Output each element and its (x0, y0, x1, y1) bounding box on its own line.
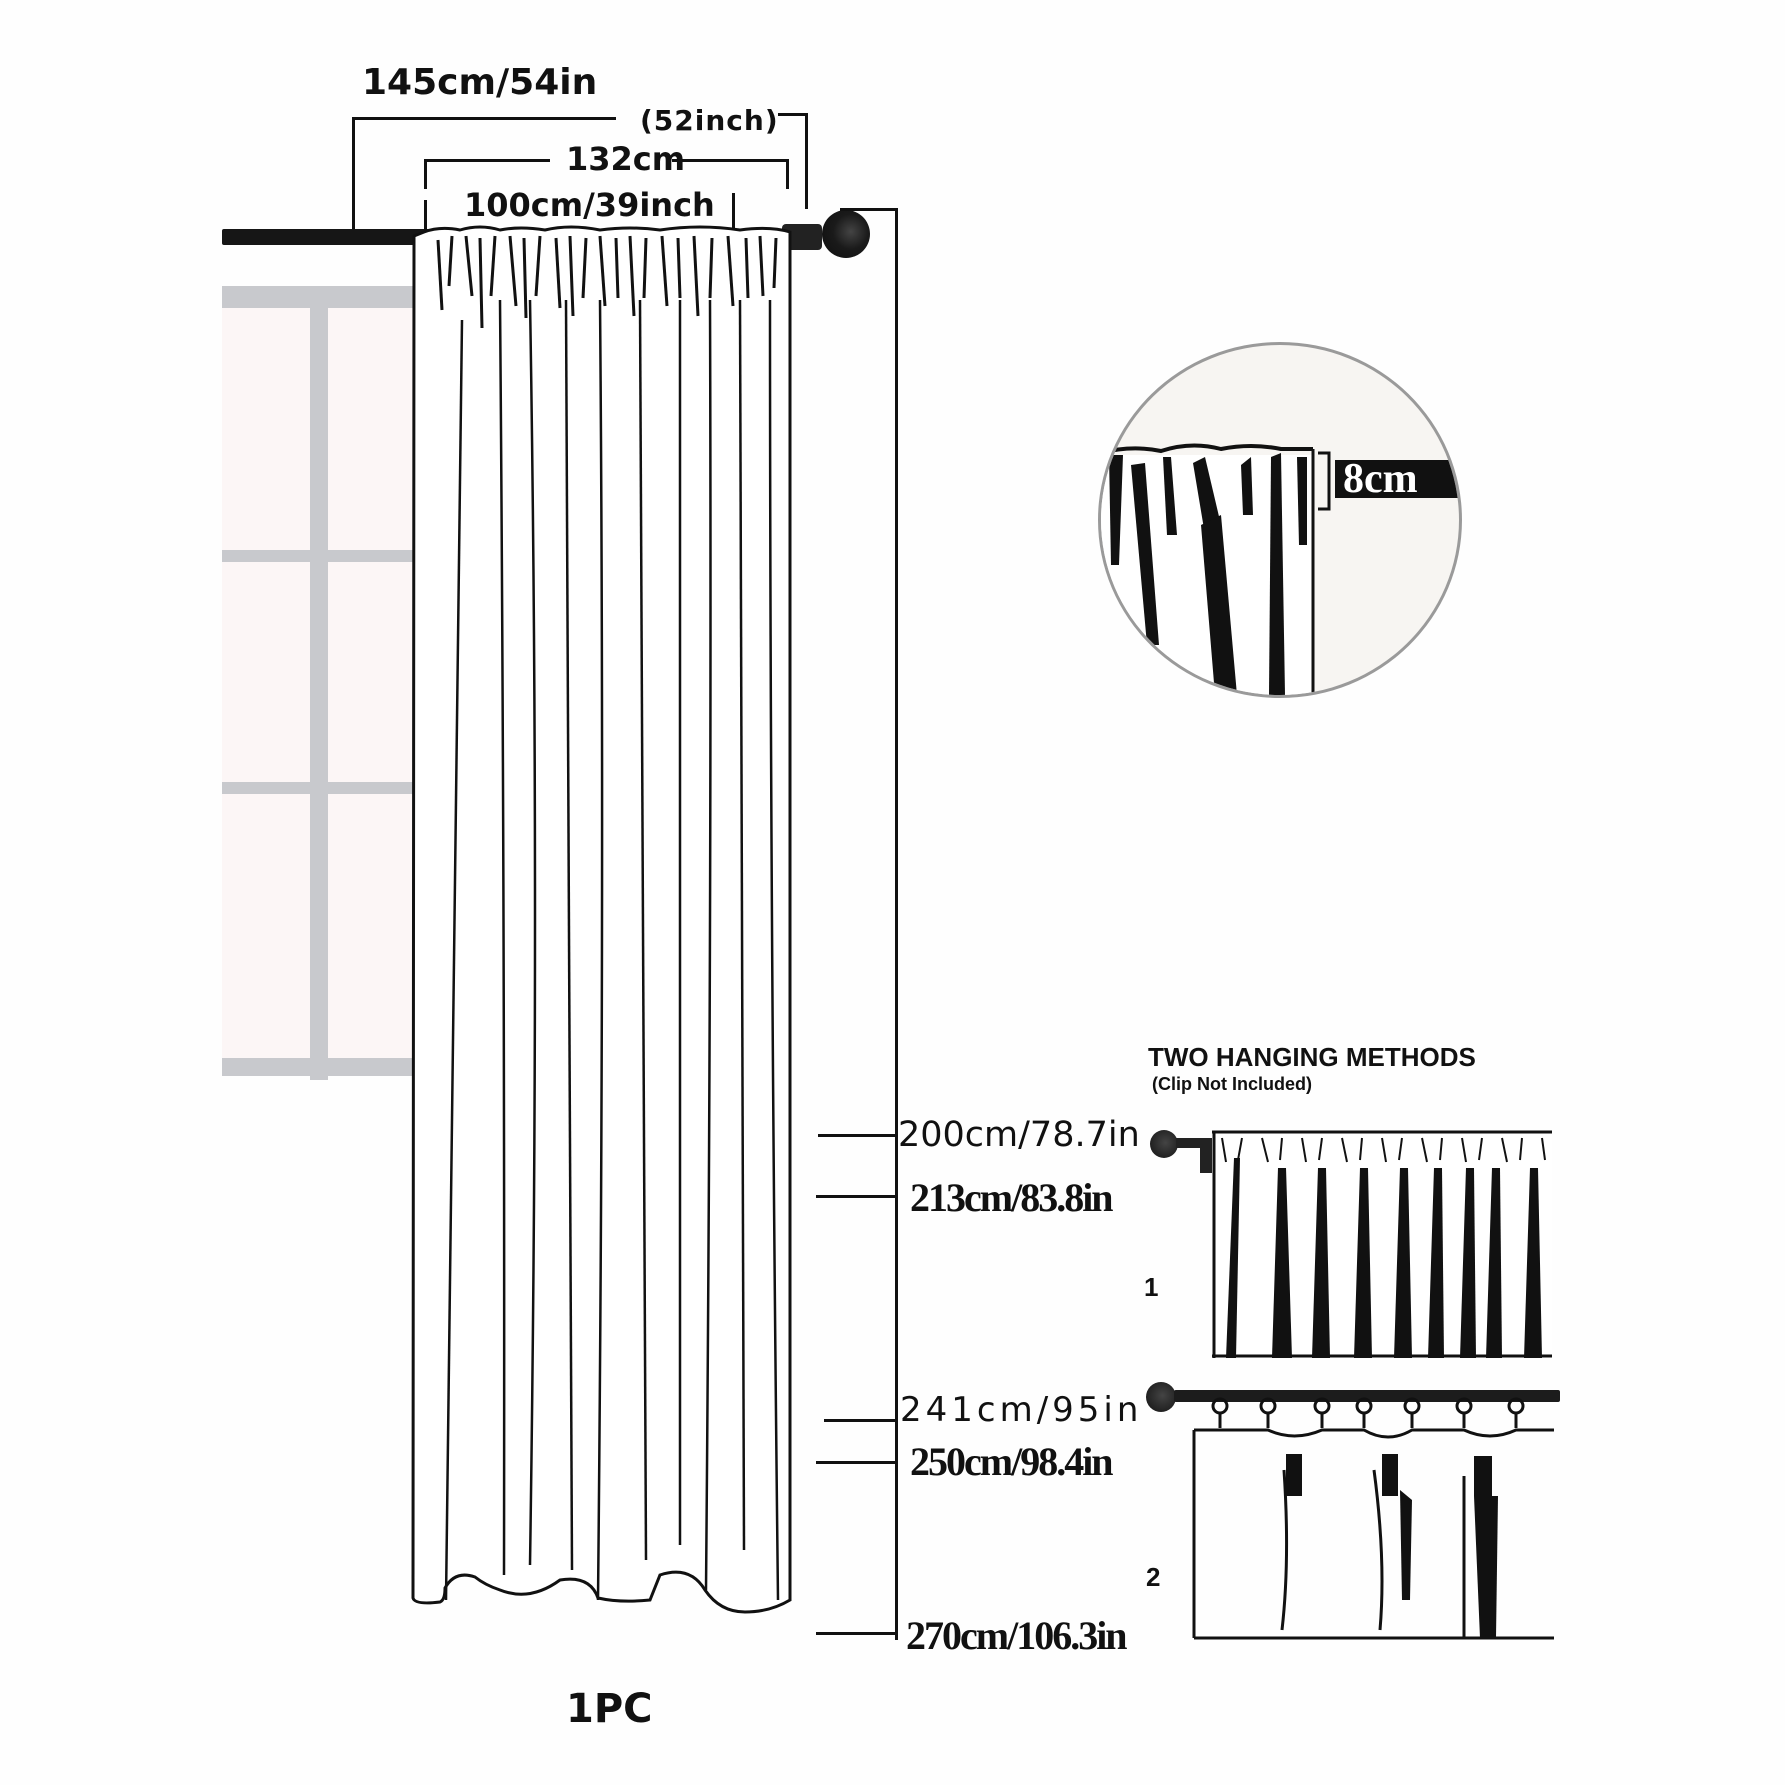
length-tick-270 (816, 1632, 896, 1635)
window-frame-sill (222, 1058, 420, 1076)
rod-pocket-closeup-illustration (1101, 443, 1459, 695)
dimension-line-gathered-width (786, 159, 789, 189)
dimension-line-length-top (840, 208, 898, 211)
length-tick-241 (824, 1419, 896, 1422)
window-pane (328, 308, 420, 550)
rod-pocket-detail-callout: 8cm (1098, 342, 1462, 698)
length-label-270: 270cm/106.3in (906, 1613, 1128, 1658)
window-frame-rail (222, 782, 420, 794)
window-pane (222, 562, 310, 782)
window-pane (222, 794, 310, 1058)
dimension-line-rod-width (352, 117, 616, 120)
hanging-methods-title: TWO HANGING METHODS (1148, 1042, 1476, 1072)
method-2-number: 2 (1146, 1562, 1161, 1592)
method-1-rod-pocket-illustration (1212, 1130, 1552, 1358)
rod-width-label: 145cm/54in (362, 62, 598, 103)
window-pane (222, 308, 310, 550)
quantity-label: 1PC (566, 1686, 653, 1732)
method-1-bracket (1176, 1138, 1212, 1148)
dimension-line-rod-width (778, 113, 806, 116)
length-label-200: 200cm/78.7in (898, 1115, 1140, 1155)
length-label-213: 213cm/83.8in (910, 1175, 1114, 1220)
panel-width-label: 100cm/39inch (464, 186, 715, 224)
window-frame-top (222, 286, 420, 308)
length-tick-213 (816, 1195, 896, 1198)
dimension-line-gathered-width (672, 159, 788, 162)
dimension-line-rod-width (352, 117, 355, 229)
dimension-line-length (895, 208, 898, 1640)
gathered-width-label: 132cm (566, 140, 686, 178)
length-label-241: 241cm/95in (900, 1390, 1143, 1430)
method-1-bracket (1200, 1145, 1212, 1173)
method-2-clip-rings-illustration (1192, 1397, 1554, 1640)
method-1-finial-ball-icon (1150, 1130, 1178, 1158)
window-pane (328, 562, 420, 782)
length-label-250: 250cm/98.4in (910, 1439, 1114, 1484)
length-tick-250 (816, 1461, 896, 1464)
window-frame-mullion (310, 308, 328, 1080)
dimension-tick-panel-width (424, 200, 427, 230)
rod-finial-ball-icon (822, 210, 870, 258)
dimension-line-rod-width (805, 113, 808, 209)
window-illustration (222, 286, 420, 1080)
dimension-tick-panel-width (732, 193, 735, 229)
rod-width-inch-label: (52inch) (640, 104, 779, 137)
method-1-number: 1 (1144, 1272, 1159, 1302)
dimension-line-gathered-width (424, 159, 550, 162)
pocket-height-label: 8cm (1343, 456, 1418, 502)
length-tick-200 (818, 1134, 896, 1137)
dimension-line-gathered-width (424, 159, 427, 189)
window-frame-rail (222, 550, 420, 562)
hanging-methods-subtitle: (Clip Not Included) (1152, 1074, 1312, 1094)
method-2-finial-ball-icon (1146, 1382, 1176, 1412)
window-pane (328, 794, 420, 1058)
